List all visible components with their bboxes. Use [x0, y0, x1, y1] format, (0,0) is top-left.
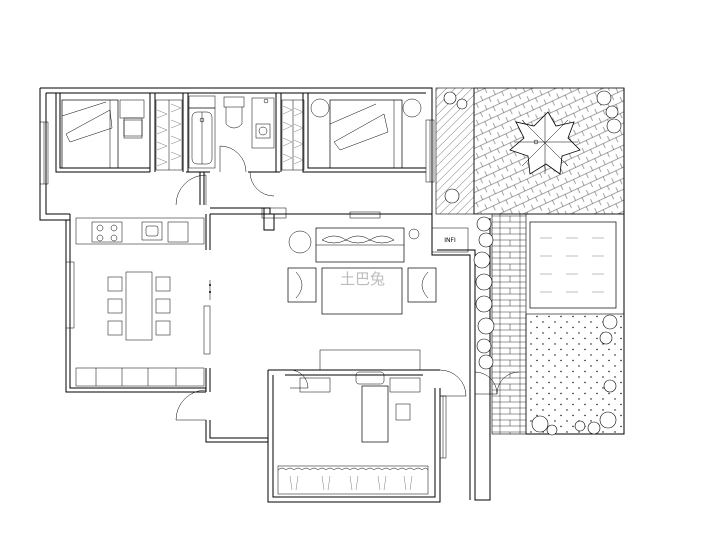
- vanity: [251, 97, 275, 149]
- lamp-left: [310, 98, 330, 118]
- watermark: 土巴兔: [340, 270, 385, 288]
- windows: [39, 119, 447, 459]
- bedroom-2: [281, 98, 422, 171]
- parasol: [509, 111, 581, 175]
- garden: [435, 87, 625, 436]
- pillow: [355, 371, 385, 385]
- dining-table: [125, 271, 153, 341]
- side-table: [288, 230, 312, 254]
- cabinet: [431, 227, 469, 253]
- bed-2: [329, 99, 403, 169]
- toilet-tank: [223, 96, 245, 108]
- coffee-table: [321, 267, 403, 315]
- interior-walls: [55, 93, 426, 215]
- fridge: [167, 221, 189, 243]
- outer-walls: [39, 87, 491, 503]
- tv-console: [319, 349, 421, 371]
- stove: [91, 221, 123, 243]
- nightstand: [119, 99, 145, 119]
- bench: [75, 367, 205, 387]
- sink: [141, 221, 163, 241]
- doors: [175, 145, 520, 421]
- lamp-right: [402, 98, 422, 118]
- cabinet-tag: INFI: [444, 237, 456, 244]
- wardrobe-3: [277, 465, 429, 495]
- living-room: INFI 土巴兔: [261, 207, 469, 371]
- chair: [123, 117, 143, 139]
- bathtub: [188, 107, 216, 169]
- bed-1: [61, 99, 119, 169]
- brick-path: [491, 213, 527, 435]
- armchair-right: [407, 267, 437, 303]
- toilet: [225, 107, 243, 129]
- kitchen-dining: [75, 217, 211, 387]
- bed-3: [361, 385, 389, 443]
- shrubs: [443, 90, 622, 436]
- chair-3: [395, 403, 411, 421]
- kitchen-counter: [75, 217, 205, 245]
- bedroom-1: [61, 99, 183, 171]
- pond: [529, 221, 617, 309]
- bedroom-3: [277, 371, 429, 495]
- armchair-left: [287, 267, 317, 303]
- bathroom: [188, 95, 275, 169]
